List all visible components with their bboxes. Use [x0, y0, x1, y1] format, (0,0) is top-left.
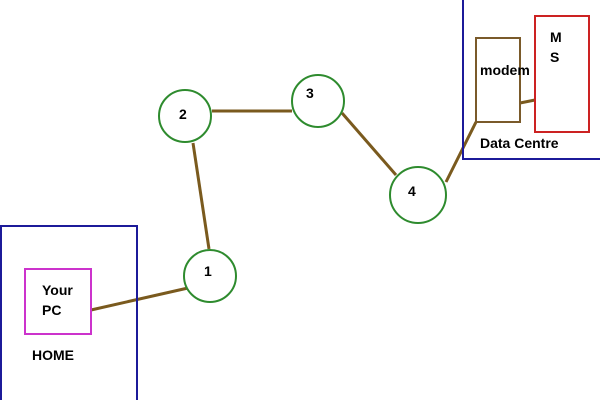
your-pc-label-line1: Your — [42, 282, 73, 298]
data-centre-region-border — [462, 0, 600, 160]
router-node-4-circle — [389, 166, 447, 224]
modem-device: modem — [475, 37, 530, 123]
link-node3-node4 — [340, 112, 398, 176]
modem-label: modem — [480, 62, 530, 78]
home-region-border — [0, 225, 138, 400]
link-node4-modem — [444, 121, 478, 183]
data-centre-region-label: Data Centre — [480, 135, 559, 151]
router-node-1-circle — [183, 249, 237, 303]
ms-label-line2: S — [550, 49, 559, 65]
link-modem-ms — [519, 98, 536, 105]
router-node-2: 2 — [158, 89, 212, 143]
router-node-2-label: 2 — [179, 106, 187, 122]
link-pc-node1 — [90, 286, 189, 312]
modem-box — [475, 37, 521, 123]
links — [90, 98, 536, 312]
router-node-4-label: 4 — [408, 183, 416, 199]
home-region: HOME — [0, 225, 138, 400]
router-node-3-circle — [291, 74, 345, 128]
router-node-1: 1 — [183, 249, 237, 303]
data-centre-region: Data Centre — [462, 0, 600, 160]
router-node-3-label: 3 — [306, 85, 314, 101]
router-node-4: 4 — [389, 166, 447, 224]
link-node1-node2 — [191, 142, 211, 250]
router-node-2-circle — [158, 89, 212, 143]
router-node-1-label: 1 — [204, 263, 212, 279]
ms-box — [534, 15, 590, 133]
your-pc-device: Your PC — [24, 268, 92, 335]
home-region-label: HOME — [32, 347, 74, 363]
ms-label-line1: M — [550, 29, 562, 45]
router-node-3: 3 — [291, 74, 345, 128]
ms-device: M S — [534, 15, 590, 133]
your-pc-label-line2: PC — [42, 302, 61, 318]
your-pc-box — [24, 268, 92, 335]
